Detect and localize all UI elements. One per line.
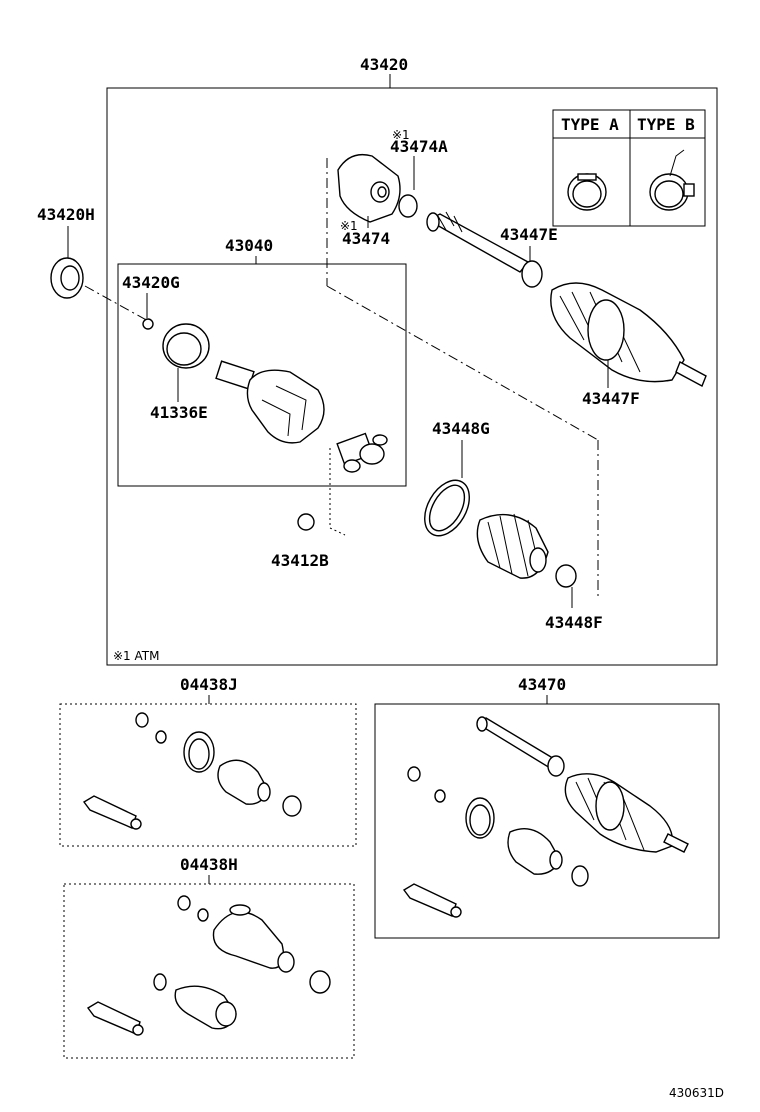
label-43448F[interactable]: 43448F [545, 613, 603, 632]
label-43412B[interactable]: 43412B [271, 551, 329, 570]
label-43420H[interactable]: 43420H [37, 205, 95, 224]
tripod-joint[interactable] [336, 432, 388, 473]
label-43448G[interactable]: 43448G [432, 419, 490, 438]
type-b-label[interactable]: TYPE B [637, 115, 695, 134]
kit-04438H-parts[interactable] [86, 895, 331, 1036]
kit-04438H-frame [63, 883, 355, 1059]
label-43447F[interactable]: 43447F [582, 389, 640, 408]
oil-seal-43420H[interactable] [50, 257, 84, 299]
label-04438J[interactable]: 04438J [180, 675, 238, 694]
assembly-43470-frame [374, 703, 720, 939]
label-41336E[interactable]: 41336E [150, 403, 208, 422]
boot-clamp-43448F[interactable] [555, 564, 577, 588]
ring-41336E[interactable] [162, 323, 210, 369]
label-43474A[interactable]: 43474A [390, 137, 448, 156]
type-a-label[interactable]: TYPE A [561, 115, 619, 134]
snap-ring-43420G[interactable] [142, 318, 154, 330]
inboard-boot[interactable] [476, 513, 549, 579]
clamp-type-b-icon [649, 149, 695, 211]
clamp-type-table: TYPE A TYPE B [552, 109, 706, 227]
label-43470[interactable]: 43470 [518, 675, 566, 694]
clamp-type-a-icon [567, 173, 607, 211]
note-mark-43474: ※1 [340, 219, 358, 233]
kit-04438J-parts[interactable] [82, 712, 302, 830]
boot-clamp-43448G[interactable] [416, 473, 479, 544]
label-43447E[interactable]: 43447E [500, 225, 558, 244]
snap-ring-43412B[interactable] [297, 513, 315, 531]
kit-04438J-frame [59, 703, 357, 847]
diagram-code: 430631D [669, 1086, 724, 1100]
assembly-43470-parts[interactable] [402, 716, 689, 918]
label-43474[interactable]: 43474 [342, 229, 390, 248]
clamp-43474A[interactable] [398, 194, 418, 218]
dynamic-damper-43474[interactable] [337, 153, 401, 223]
label-43420G[interactable]: 43420G [122, 273, 180, 292]
assembly-43420-frame [106, 87, 718, 666]
outer-race-housing[interactable] [215, 360, 325, 444]
label-43420[interactable]: 43420 [360, 55, 408, 74]
note-mark-43474A: ※1 [392, 128, 410, 142]
outboard-shaft-assembly[interactable] [426, 211, 707, 387]
label-04438H[interactable]: 04438H [180, 855, 238, 874]
label-43040[interactable]: 43040 [225, 236, 273, 255]
sub-assembly-43040-frame [117, 263, 407, 487]
note-atm: ※1 ATM [113, 649, 159, 663]
